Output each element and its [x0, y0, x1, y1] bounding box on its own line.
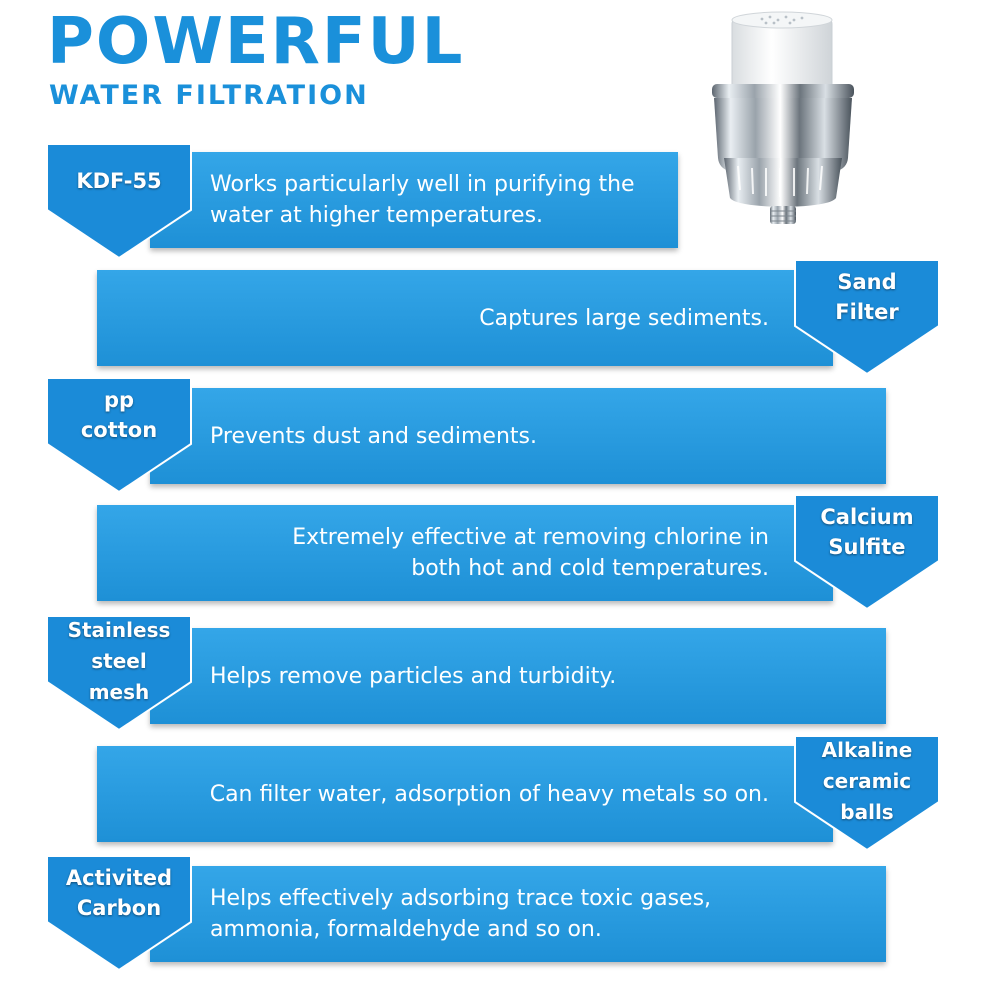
filter-description: Prevents dust and sediments.: [210, 423, 537, 449]
badge-arrow-shape: [46, 855, 192, 972]
filter-name: Stainless steel mesh: [67, 617, 171, 704]
filter-description: Helps effectively adsorbing trace toxic …: [210, 886, 712, 942]
filter-name: Activited Carbon: [65, 866, 173, 920]
badge-arrow-shape: [794, 259, 940, 376]
page-title: POWERFUL: [47, 5, 465, 79]
filter-row-sand-filter: Captures large sediments.: [97, 270, 833, 366]
filter-row-stainless-steel-mesh: Helps remove particles and turbidity.: [150, 628, 886, 724]
filter-badge-stainless-steel-mesh: Stainless steel mesh: [44, 614, 194, 732]
filter-badge-alkaline-ceramic-balls: Alkaline ceramic balls: [792, 734, 942, 852]
shower-filter-image: [700, 8, 870, 244]
page-subtitle: WATER FILTRATION: [49, 80, 369, 111]
filter-badge-activited-carbon: Activited Carbon: [44, 854, 194, 972]
badge-arrow-shape: [46, 377, 192, 494]
filter-row-calcium-sulfite: Extremely effective at removing chlorine…: [97, 505, 833, 601]
filter-badge-sand-filter: Sand Filter: [792, 258, 942, 376]
filter-description: Helps remove particles and turbidity.: [210, 663, 617, 689]
badge-arrow-shape: [46, 143, 192, 260]
filter-name: Alkaline ceramic balls: [821, 737, 913, 824]
filter-description: Extremely effective at removing chlorine…: [292, 525, 769, 581]
filter-name: Sand Filter: [835, 270, 899, 324]
shower-filter-icon: [712, 11, 854, 224]
filter-row-pp-cotton: Prevents dust and sediments.: [150, 388, 886, 484]
filter-badge-pp-cotton: pp cotton: [44, 376, 194, 494]
filter-badge-kdf-55: KDF-55: [44, 142, 194, 260]
filter-name: Calcium Sulfite: [820, 505, 914, 559]
badge-arrow-shape: [46, 615, 192, 732]
badge-arrow-shape: [794, 735, 940, 852]
filter-name: KDF-55: [76, 169, 162, 193]
filter-row-activited-carbon: Helps effectively adsorbing trace toxic …: [150, 866, 886, 962]
badge-arrow-shape: [794, 494, 940, 611]
filter-name: pp cotton: [80, 388, 158, 442]
filter-row-kdf-55: Works particularly well in purifying the…: [150, 152, 678, 248]
filter-description: Works particularly well in purifying the…: [210, 172, 635, 228]
filter-badge-calcium-sulfite: Calcium Sulfite: [792, 493, 942, 611]
filter-description: Can filter water, adsorption of heavy me…: [209, 781, 769, 807]
filter-row-alkaline-ceramic-balls: Can filter water, adsorption of heavy me…: [97, 746, 833, 842]
filter-description: Captures large sediments.: [479, 305, 769, 331]
